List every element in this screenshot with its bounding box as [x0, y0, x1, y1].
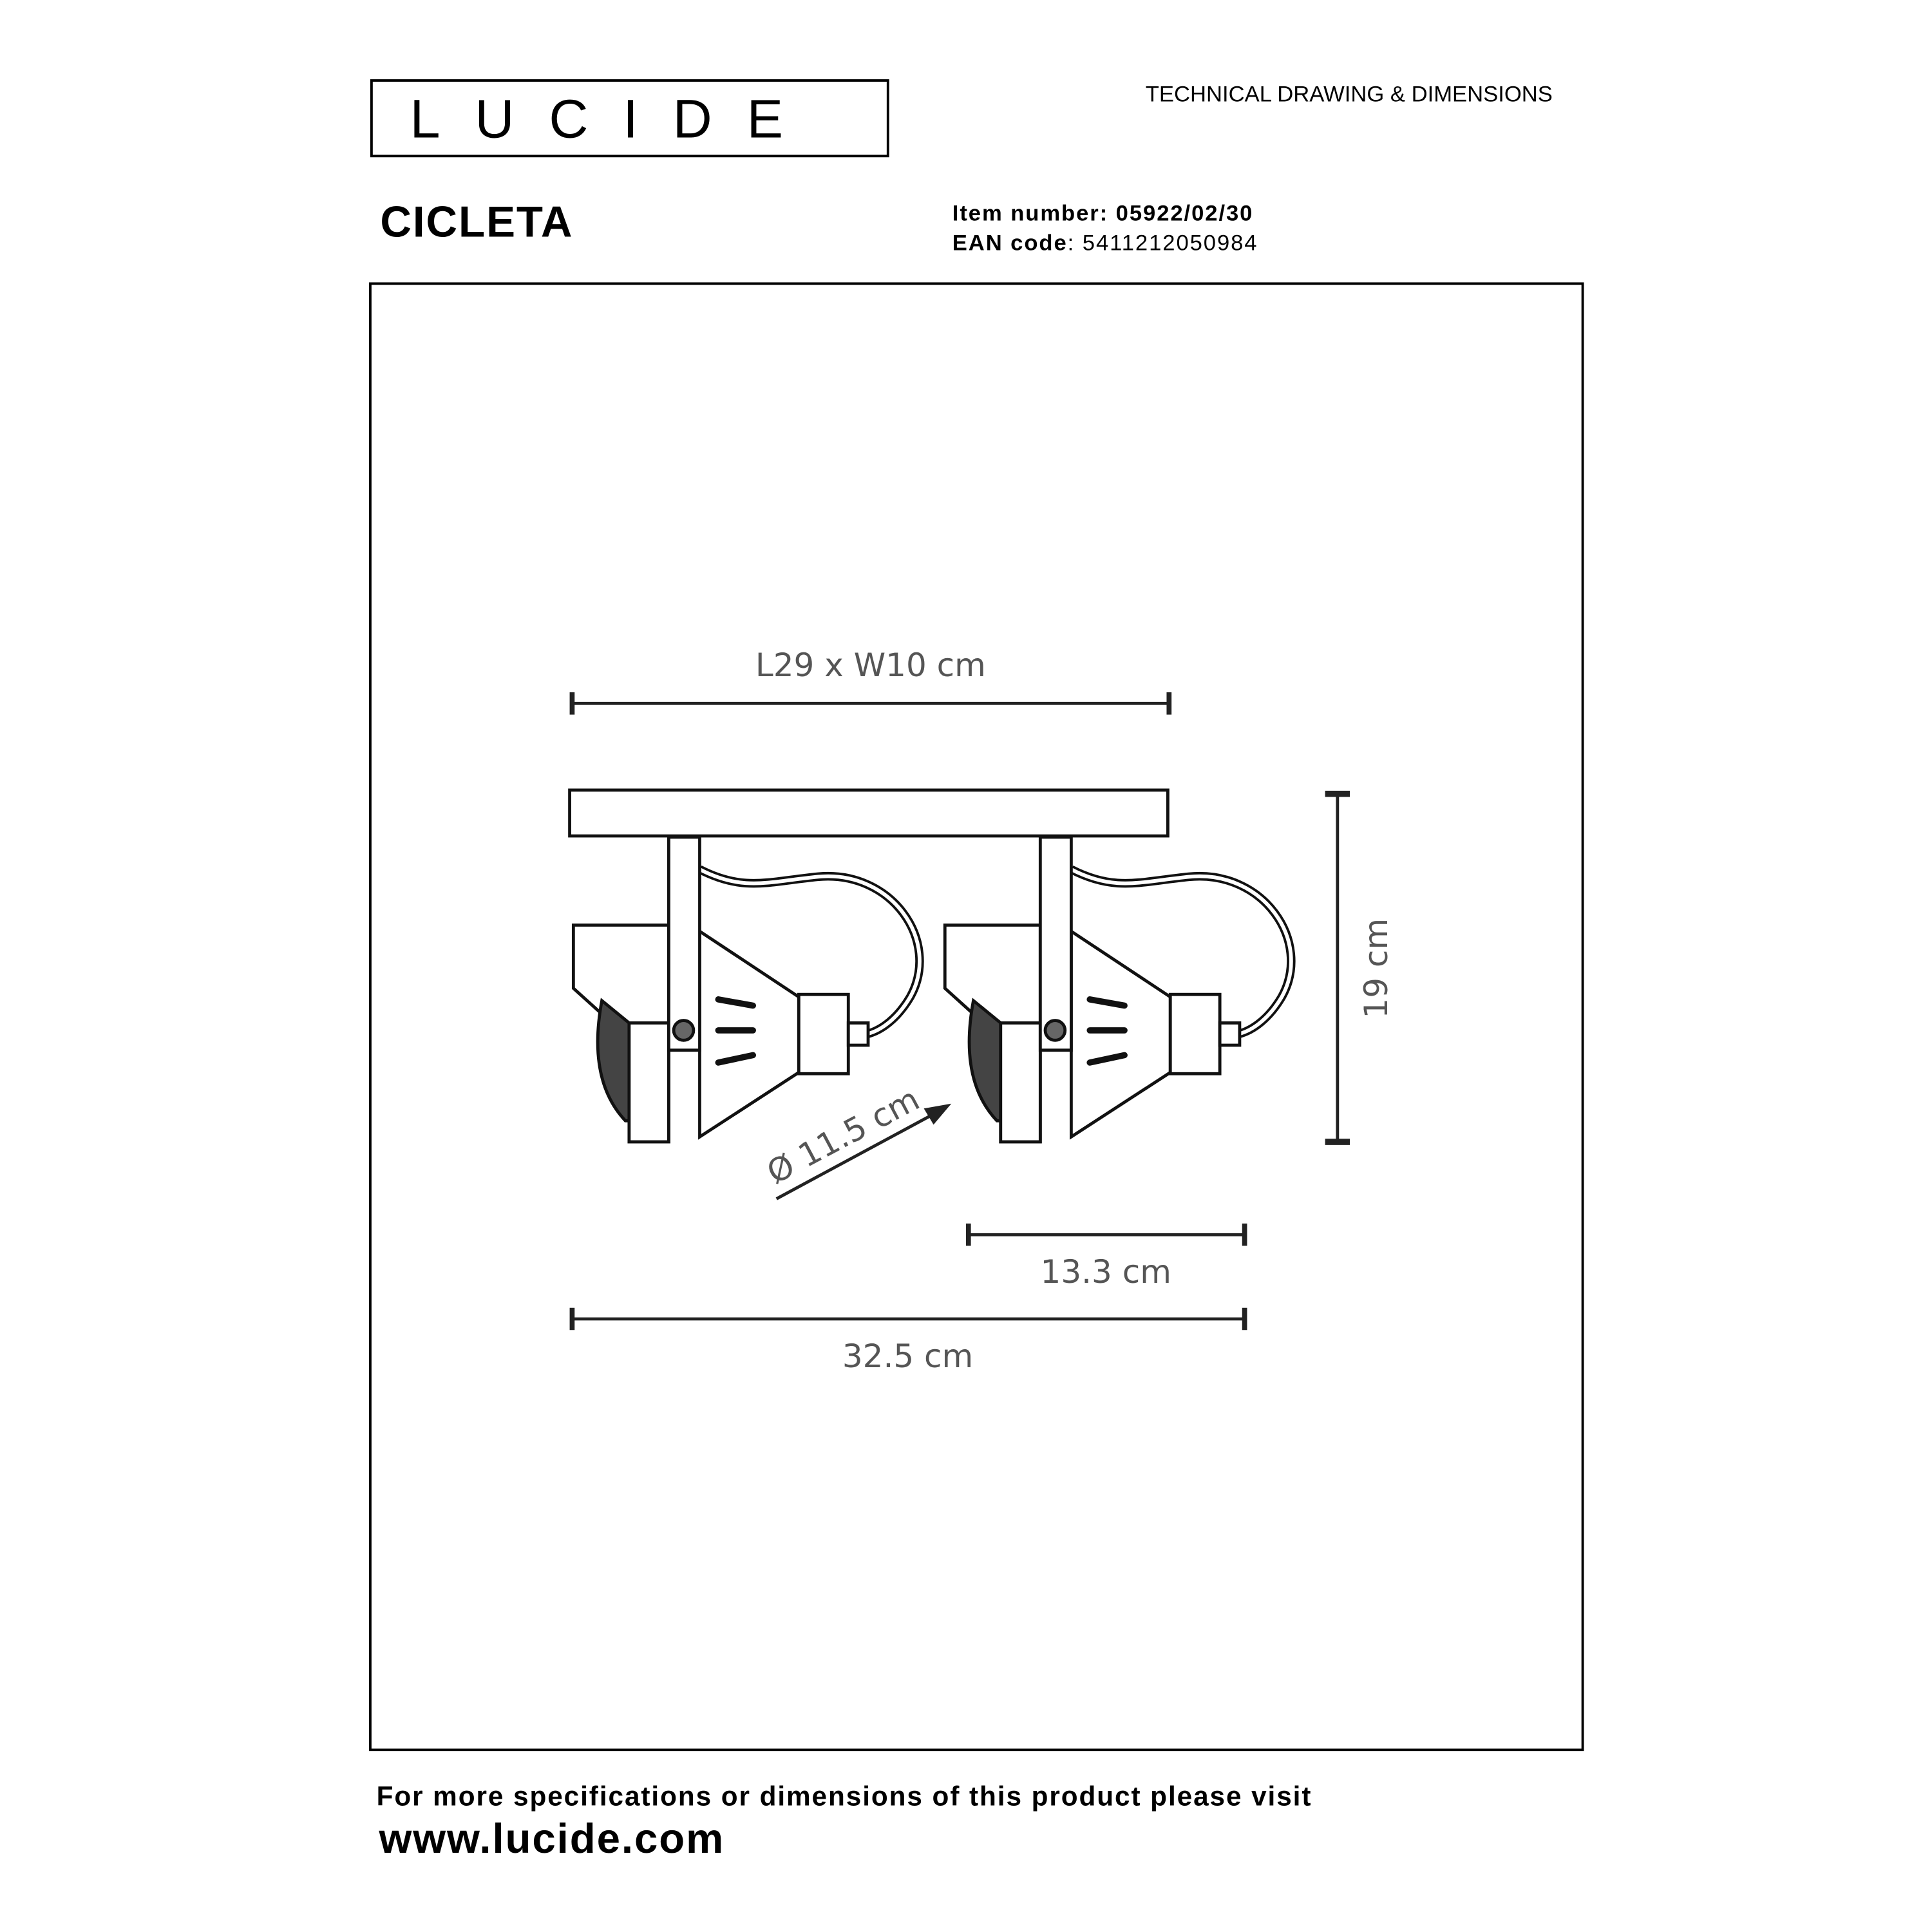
ean-code-row: EAN code: 5411212050984 — [952, 230, 1258, 256]
lucide-logo: LUCIDE — [370, 79, 889, 158]
spotlight-left — [573, 837, 920, 1142]
footer-website-link[interactable]: www.lucide.com — [379, 1815, 725, 1863]
dimension-diameter: Ø 11.5 cm — [761, 1080, 925, 1191]
drawing-frame — [369, 282, 1584, 1752]
mounting-bar — [568, 788, 1170, 838]
item-number-value: 05922/02/30 — [1115, 200, 1254, 225]
document-title: TECHNICAL DRAWING & DIMENSIONS — [1145, 81, 1553, 107]
ean-label: EAN code — [952, 230, 1068, 256]
ean-value: 5411212050984 — [1082, 230, 1258, 256]
dimension-lines — [569, 692, 1350, 1331]
footer-note: For more specifications or dimensions of… — [376, 1781, 1312, 1812]
item-number-label: Item number: — [952, 200, 1109, 225]
logo-text: LUCIDE — [410, 89, 818, 150]
dimension-total-length: 32.5 cm — [842, 1338, 973, 1375]
item-number-row: Item number: 05922/02/30 — [952, 201, 1254, 227]
dimension-length-width: L29 x W10 cm — [755, 647, 986, 684]
dimension-spacing: 13.3 cm — [1041, 1253, 1171, 1291]
spotlight-right — [945, 837, 1291, 1142]
dimension-height: 19 cm — [1358, 918, 1395, 1019]
product-name: CICLETA — [380, 198, 574, 247]
